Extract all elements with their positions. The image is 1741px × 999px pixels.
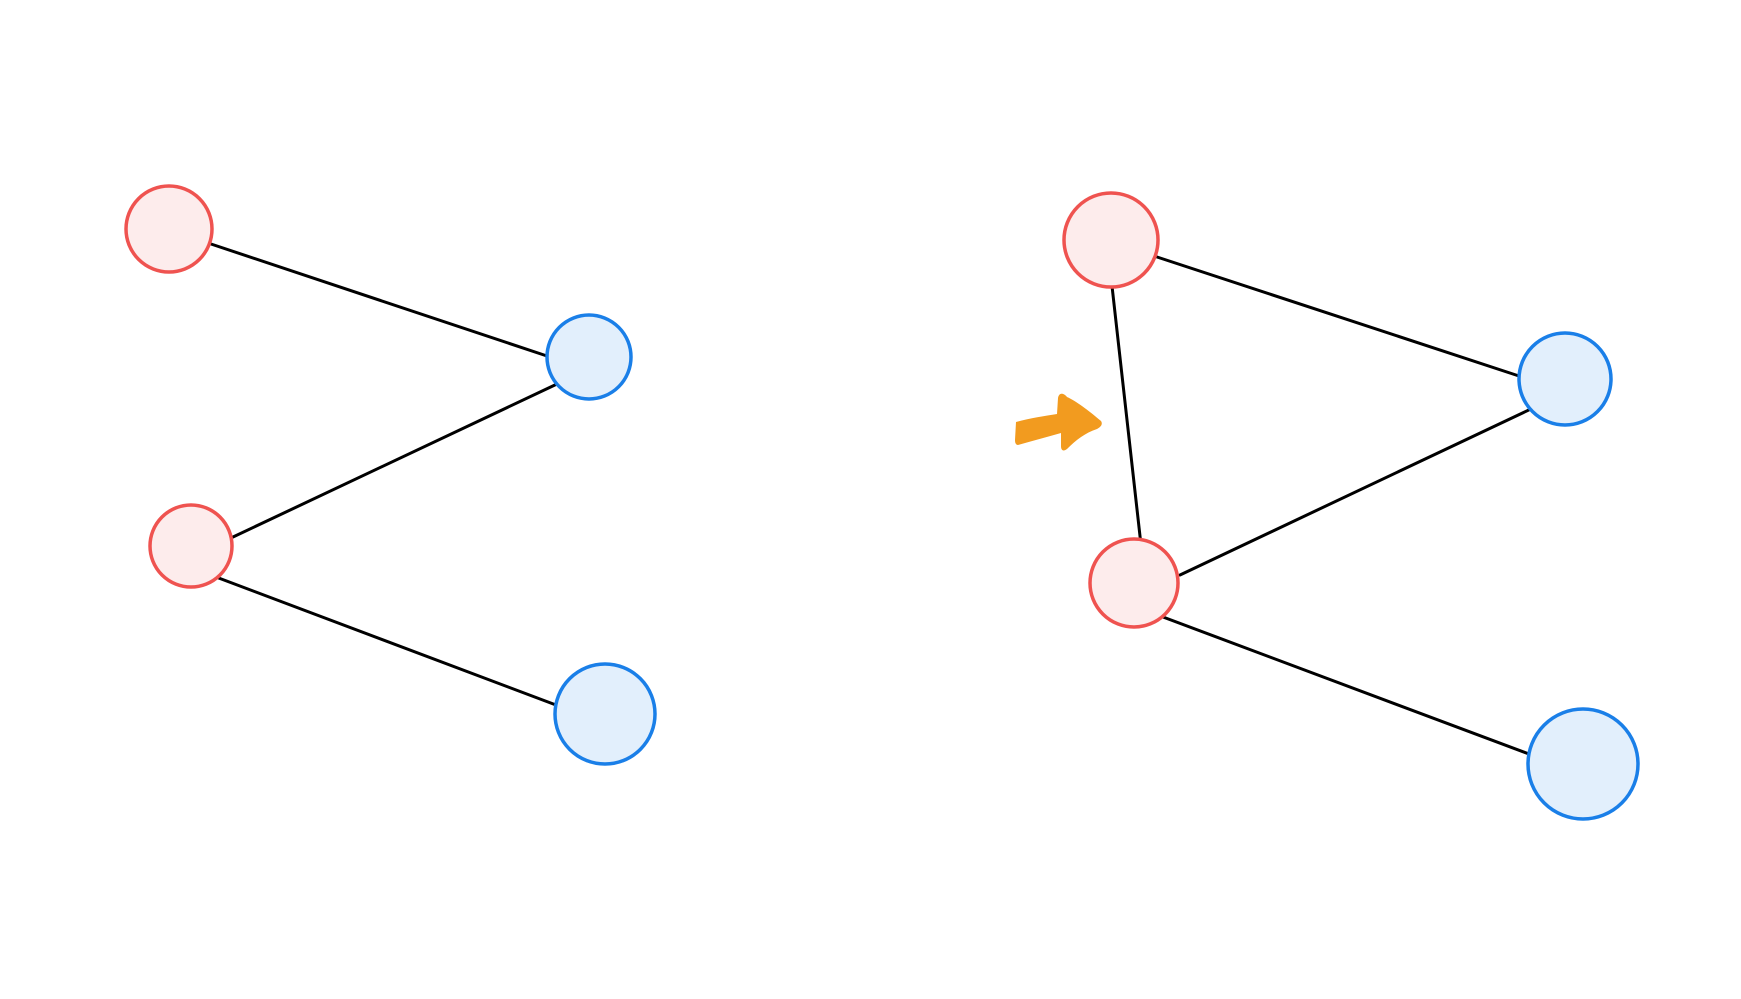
node-before-a1-red	[124, 184, 214, 274]
edges-layer	[206, 241, 1535, 756]
edge-after-b1-b2	[1152, 254, 1521, 378]
node-after-b1-red	[1062, 191, 1160, 289]
edge-before-a3-a2	[231, 382, 559, 539]
arrow-right-icon-shape	[1015, 393, 1102, 451]
node-after-b4-blue	[1526, 707, 1640, 821]
node-after-b3-red	[1088, 537, 1180, 629]
arrow-right-icon	[1015, 393, 1102, 451]
edge-after-b3-b2	[1178, 406, 1535, 577]
node-before-a4-blue	[553, 662, 657, 766]
edge-before-a3-a4	[214, 575, 558, 707]
edge-after-b1-b3	[1110, 284, 1143, 547]
edge-before-a1-a2	[206, 241, 549, 358]
node-after-b2-blue	[1517, 331, 1613, 427]
edge-after-b3-b4	[1161, 615, 1531, 756]
node-before-a2-blue	[545, 313, 633, 401]
node-before-a3-red	[148, 503, 234, 589]
nodes-layer	[124, 184, 1640, 821]
